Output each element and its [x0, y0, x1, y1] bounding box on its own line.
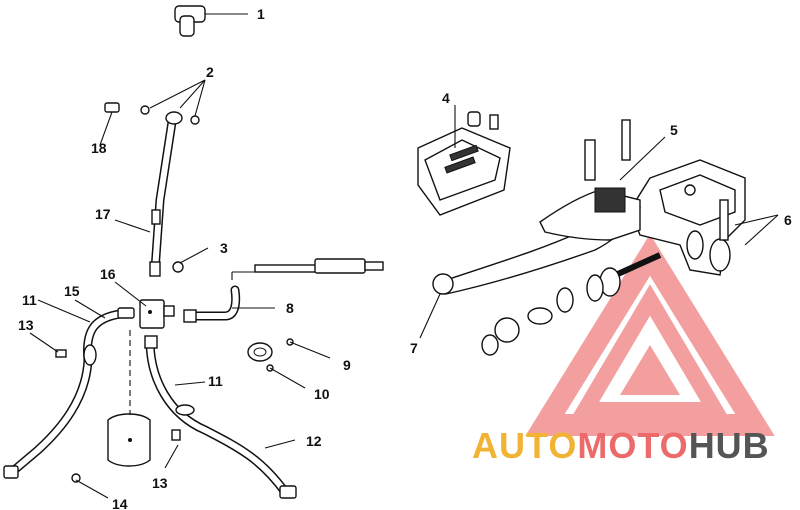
callout-7: 7 [410, 340, 418, 356]
master-cylinder-body [629, 159, 746, 276]
tee-fitting-part [174, 5, 248, 37]
callout-12: 12 [306, 433, 322, 449]
right-brake-hose [144, 335, 297, 499]
callout-18: 18 [91, 140, 107, 156]
left-brake-hose [3, 307, 135, 479]
callout-13-bottom: 13 [152, 475, 168, 491]
callout-11-left: 11 [22, 292, 37, 308]
callout-8: 8 [286, 300, 294, 316]
reservoir-cover [417, 111, 511, 216]
distribution-block [139, 261, 184, 329]
callout-5: 5 [670, 122, 678, 138]
upper-brake-hose [104, 102, 200, 277]
watermark-word-1: AUTO [472, 425, 577, 466]
watermark-text: AUTOMOTOHUB [472, 425, 770, 466]
callout-2: 2 [206, 64, 214, 80]
brake-lever [432, 119, 642, 295]
callout-10: 10 [314, 386, 330, 402]
watermark-word-3: HUB [689, 425, 770, 466]
callout-9: 9 [343, 357, 351, 373]
callout-labels: 1 2 3 4 5 6 7 8 9 10 11 11 12 13 13 14 1… [18, 6, 792, 510]
callout-14: 14 [112, 496, 128, 510]
watermark-word-2: MOTO [577, 425, 688, 466]
callout-15: 15 [64, 283, 80, 299]
mounting-plate [71, 330, 151, 483]
callout-6: 6 [784, 212, 792, 228]
hose-clamp [247, 338, 294, 372]
banjo-bolt-rod [231, 258, 384, 280]
callout-3: 3 [220, 240, 228, 256]
callout-16: 16 [100, 266, 116, 282]
watermark-logo [525, 234, 775, 436]
callout-1: 1 [257, 6, 265, 22]
elbow-hose [183, 285, 241, 323]
callout-11-right: 11 [208, 373, 223, 389]
callout-4: 4 [442, 90, 450, 106]
piston-assembly [481, 252, 662, 356]
leader-lines [29, 79, 779, 499]
callout-13-left: 13 [18, 317, 34, 333]
callout-17: 17 [95, 206, 111, 222]
